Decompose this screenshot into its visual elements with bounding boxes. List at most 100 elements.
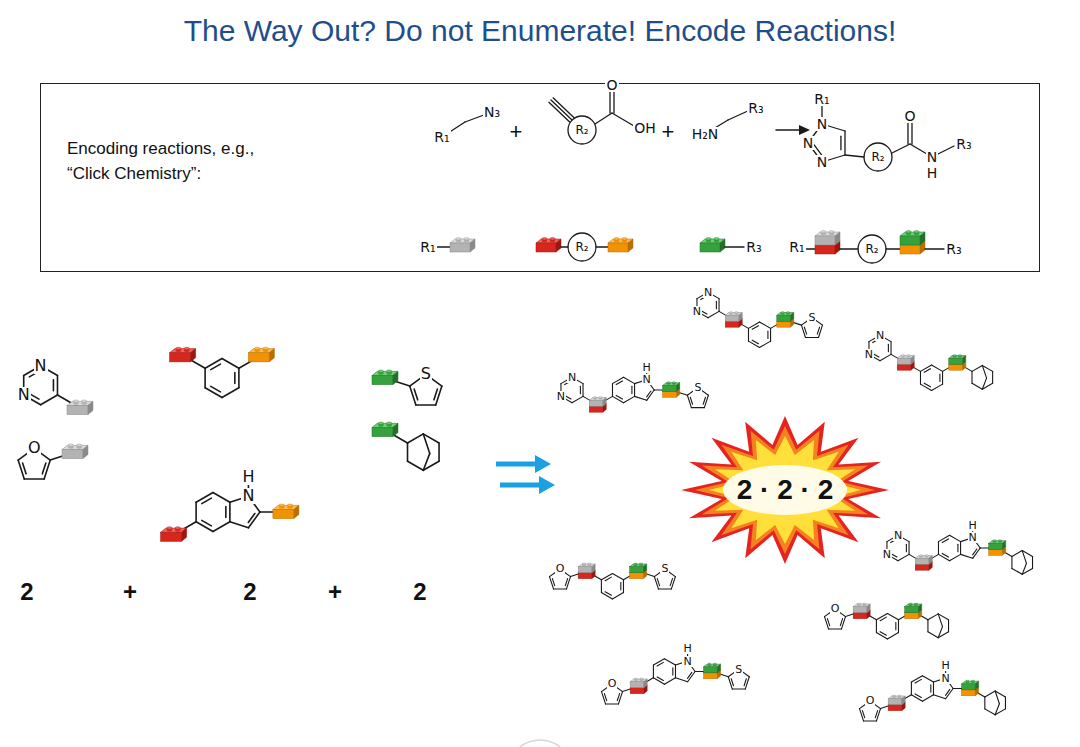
bond-line	[760, 341, 771, 347]
bond-line	[817, 327, 819, 334]
bond-line	[938, 627, 942, 638]
bond-line	[617, 694, 619, 701]
bond-line	[972, 383, 982, 389]
bond-line	[907, 120, 908, 144]
bond-line	[436, 386, 442, 405]
brick-stud	[73, 402, 78, 404]
atom-label: H	[642, 362, 652, 373]
bond-line	[1032, 557, 1033, 569]
brick-stud	[588, 563, 592, 565]
atom-label: N	[802, 136, 814, 150]
bond-line	[606, 703, 619, 704]
brick-front	[949, 364, 963, 370]
blue-arrow-shaft	[496, 462, 538, 467]
bond-line	[24, 478, 44, 480]
bond-line	[549, 102, 570, 122]
bond-line	[767, 331, 768, 338]
bond-line	[876, 613, 887, 619]
bond-line	[887, 613, 898, 619]
bond-line	[938, 542, 939, 555]
brick-front	[853, 613, 867, 619]
brick-stud	[781, 312, 785, 314]
brick-front	[888, 699, 902, 705]
bond-line	[887, 633, 898, 639]
brick-stud	[966, 681, 970, 683]
brick-stud	[781, 312, 785, 314]
brick-side	[393, 423, 398, 436]
r-group-label: R₃	[955, 137, 972, 151]
brick-front	[888, 705, 902, 711]
brick-front	[663, 391, 677, 397]
bond-line	[647, 391, 651, 397]
atom-label: N	[241, 488, 255, 504]
brick-stud	[167, 527, 172, 529]
bond-line	[922, 695, 933, 701]
atom-label: H	[940, 660, 950, 671]
bond-line	[664, 678, 675, 684]
atom-label: N	[567, 372, 577, 383]
bond-line	[675, 678, 687, 682]
bond-line	[731, 679, 733, 686]
brick-stud	[906, 231, 911, 233]
brick-stud	[714, 240, 719, 242]
bond-line	[840, 136, 841, 150]
plus-sign: +	[327, 580, 343, 604]
brick-stud	[729, 312, 733, 314]
brick-front	[630, 682, 644, 688]
brick-stud	[829, 233, 834, 235]
atom-label: S	[807, 312, 816, 323]
bond-line	[942, 371, 943, 384]
bond-line	[410, 386, 416, 405]
brick-stud	[386, 424, 391, 426]
bond-line	[225, 506, 227, 517]
brick-stud	[279, 506, 284, 508]
bond-line	[888, 344, 889, 351]
bond-line	[653, 678, 664, 684]
brick-side	[920, 232, 925, 245]
brick-front	[372, 428, 393, 437]
brick-stud	[287, 504, 292, 506]
bond-line	[985, 691, 995, 697]
brick-front	[700, 243, 720, 252]
bond-line	[551, 100, 572, 120]
r-group-label: R₂	[864, 243, 879, 255]
bond-line	[880, 354, 891, 360]
brick-side	[88, 401, 93, 414]
atom-label: N	[17, 387, 31, 403]
bond-line	[647, 390, 654, 400]
brick-side	[975, 681, 978, 690]
brick-stud	[640, 678, 644, 680]
brick-side	[603, 398, 606, 407]
bond-line	[202, 520, 212, 526]
bond-line	[657, 677, 663, 681]
bond-line	[922, 676, 933, 682]
bond-line	[933, 695, 945, 699]
brick-stud	[786, 312, 790, 314]
bond-line	[942, 539, 948, 543]
brick-stud	[599, 397, 603, 399]
bond-line	[612, 113, 634, 126]
bond-line	[658, 588, 671, 589]
bond-line	[971, 371, 972, 383]
bond-line	[844, 131, 845, 155]
bond-line	[748, 328, 749, 341]
bond-line	[434, 389, 437, 400]
brick-stud	[909, 604, 913, 606]
brick-stud	[901, 355, 905, 357]
brick-stud	[953, 355, 957, 357]
bond-line	[554, 588, 567, 589]
atom-label: H	[968, 520, 978, 531]
bond-line	[982, 378, 986, 389]
bond-line	[911, 676, 922, 682]
bond-line	[23, 463, 26, 474]
bond-line	[234, 372, 236, 383]
bond-line	[691, 407, 704, 408]
atom-label: O	[830, 603, 841, 614]
bond-line	[911, 682, 912, 695]
bond-line	[44, 460, 50, 479]
atom-label: N	[816, 155, 828, 169]
brick-front	[589, 400, 603, 406]
bond-line	[911, 120, 912, 144]
bond-line	[596, 246, 608, 247]
